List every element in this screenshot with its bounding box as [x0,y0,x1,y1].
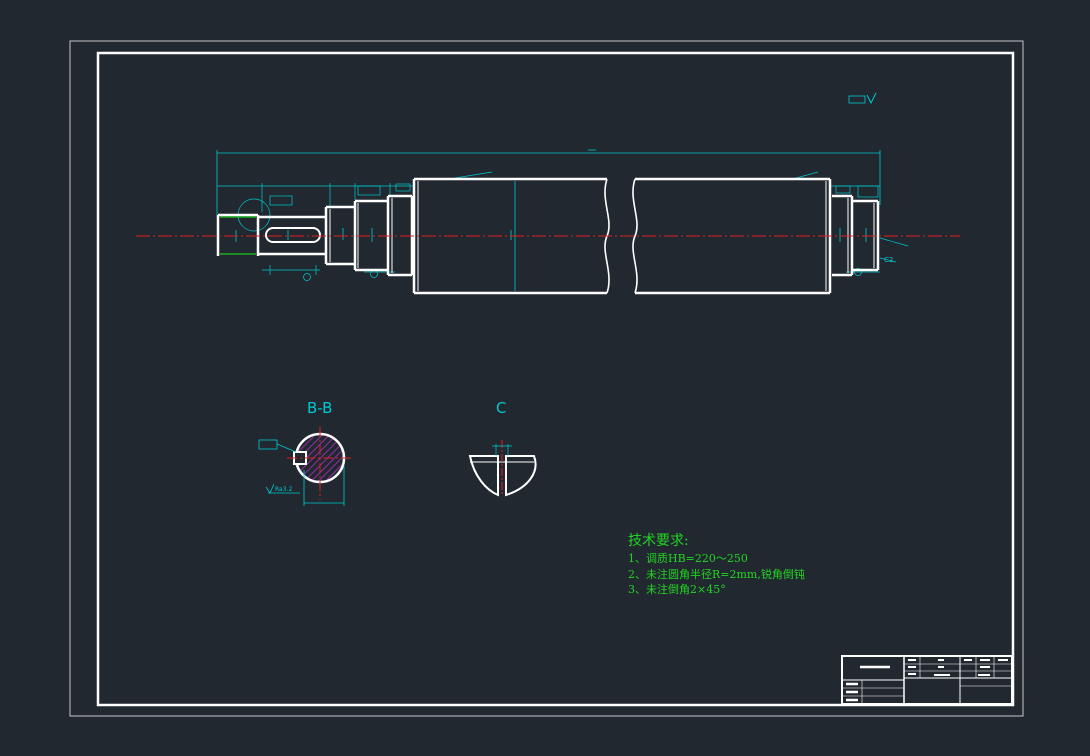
keyway-slot [265,227,321,243]
section-bb-label: B-B [307,399,332,417]
detail-c-label: C [496,399,506,417]
requirements-title: 技术要求: [628,533,689,549]
requirement-item-3: 3、未注倒角2×45° [628,582,726,596]
section-bb-view: Ra3.2 [258,427,354,506]
roughness-ra-label: Ra3.2 [275,486,292,493]
detail-c-view [468,440,537,497]
chamfer-c2-label: C2 [884,256,893,264]
outer-sheet-border [69,40,1024,717]
overall-length-dimension [216,149,881,215]
surface-roughness-symbol [848,92,877,105]
title-block [841,655,1013,705]
left-step-dimensions [217,171,493,281]
technical-requirements: 技术要求: 1、调质HB=220～250 2、未注圆角半径R=2mm,锐角倒钝 … [628,533,805,596]
shaft-outline [216,177,880,295]
requirement-item-2: 2、未注圆角半径R=2mm,锐角倒钝 [628,567,805,581]
inner-frame-border [96,51,1015,707]
requirement-item-1: 1、调质HB=220～250 [628,552,748,565]
right-step-dimensions [795,171,909,276]
left-end-highlight [220,216,256,255]
